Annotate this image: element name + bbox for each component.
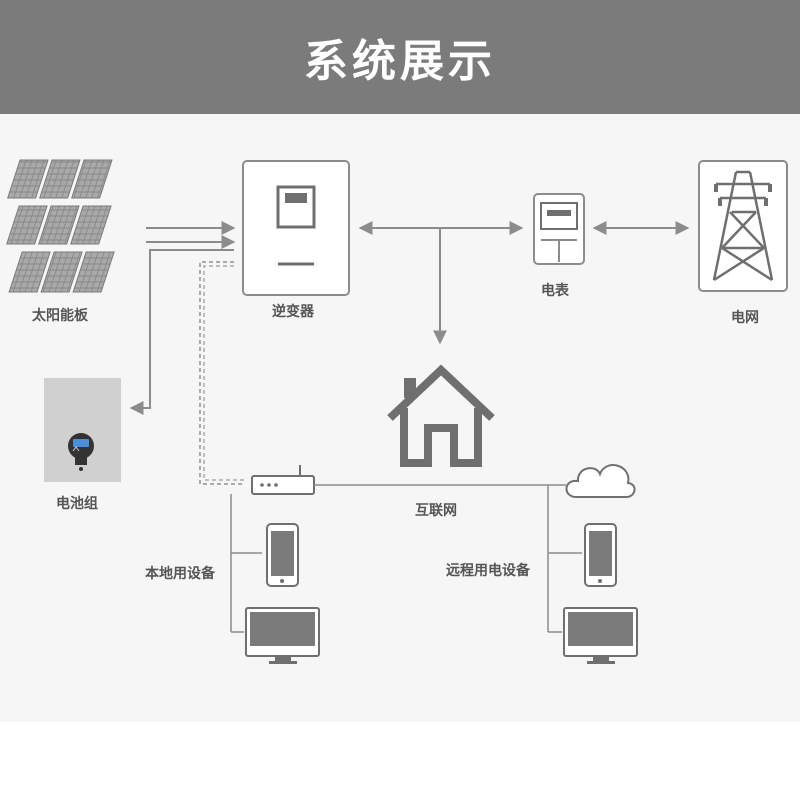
cloud-icon	[565, 464, 636, 498]
inverter-icon	[242, 160, 350, 296]
grid-label: 电网	[731, 310, 759, 326]
inverter-data-line	[199, 261, 244, 485]
monitor-icon	[245, 607, 320, 664]
power-tower-icon	[698, 160, 788, 292]
battery-label: 电池组	[56, 496, 98, 512]
inverter-to-battery-line	[129, 249, 234, 415]
header-banner: 系统展示	[0, 0, 800, 114]
inverter-label: 逆变器	[272, 304, 314, 320]
house-icon	[387, 364, 495, 467]
local-devices-label: 本地用设备	[145, 566, 215, 582]
internet-label: 互联网	[415, 503, 457, 519]
page-title: 系统展示	[304, 36, 496, 87]
monitor-icon	[563, 607, 638, 664]
phone-icon	[584, 523, 617, 587]
router-icon	[251, 465, 315, 495]
phone-icon	[266, 523, 299, 587]
battery-icon	[44, 378, 121, 482]
meter-icon	[533, 193, 585, 265]
solar-panel-icon	[6, 159, 115, 293]
footer-area	[0, 722, 800, 800]
solar-panel-label: 太阳能板	[32, 308, 88, 324]
local-device-tree	[230, 494, 262, 633]
remote-device-tree	[547, 485, 582, 633]
solar-to-inverter-lines	[146, 221, 236, 249]
meter-label: 电表	[541, 283, 569, 299]
remote-devices-label: 远程用电设备	[446, 563, 530, 579]
